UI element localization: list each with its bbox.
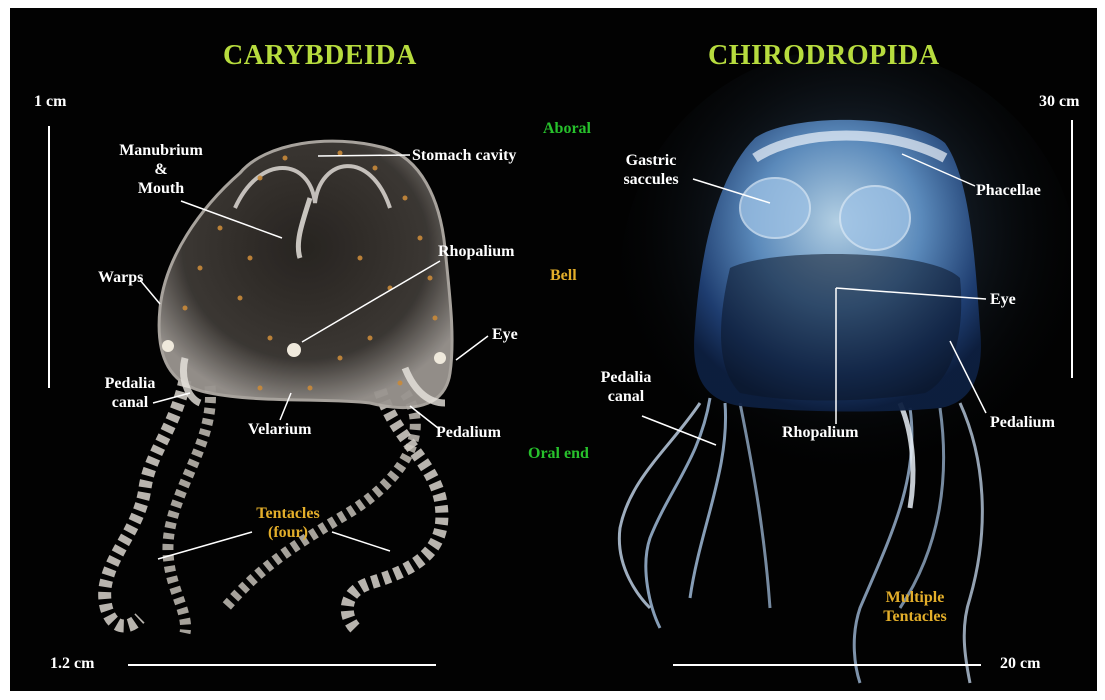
label-canal-right: canal <box>588 387 664 406</box>
label-pedalia-canal-right: Pedalia canal <box>588 368 664 406</box>
label-manubrium: Manubrium <box>106 141 216 160</box>
label-tentacles: Tentacles <box>238 504 338 523</box>
label-eye-left: Eye <box>492 325 518 344</box>
label-ampersand: & <box>106 160 216 179</box>
label-rhopalium-right: Rhopalium <box>782 423 858 442</box>
scale-label-1cm: 1 cm <box>34 92 66 111</box>
label-mouth: Mouth <box>106 179 216 198</box>
label-pedalia-left: Pedalia <box>92 374 168 393</box>
label-velarium: Velarium <box>248 420 311 439</box>
label-manubrium-mouth: Manubrium & Mouth <box>106 141 216 198</box>
label-canal-left: canal <box>92 393 168 412</box>
label-gastric: Gastric <box>608 151 694 170</box>
figure-panel: CARYBDEIDA CHIRODROPIDA 1 cm 1.2 cm 30 c… <box>10 8 1097 691</box>
label-pedalium-right: Pedalium <box>990 413 1055 432</box>
label-pedalium-left: Pedalium <box>436 423 501 442</box>
label-pedalia-right: Pedalia <box>588 368 664 387</box>
label-phacellae: Phacellae <box>976 181 1041 200</box>
label-gastric-saccules: Gastric saccules <box>608 151 694 189</box>
label-multiple-tentacles: Multiple Tentacles <box>870 588 960 626</box>
title-carybdeida: CARYBDEIDA <box>223 40 417 72</box>
label-warps: Warps <box>98 268 143 287</box>
label-bell: Bell <box>550 266 577 285</box>
label-stomach-cavity: Stomach cavity <box>412 146 516 165</box>
label-pedalia-canal-left: Pedalia canal <box>92 374 168 412</box>
label-rhopalium-left: Rhopalium <box>438 242 514 261</box>
scale-label-20cm: 20 cm <box>1000 654 1040 673</box>
label-tentacles-four: Tentacles (four) <box>238 504 338 542</box>
label-saccules: saccules <box>608 170 694 189</box>
title-chirodropida: CHIRODROPIDA <box>708 40 940 72</box>
label-aboral: Aboral <box>543 119 591 138</box>
scale-label-30cm: 30 cm <box>1039 92 1079 111</box>
label-multiple: Multiple <box>870 588 960 607</box>
label-four: (four) <box>238 523 338 542</box>
label-oral-end: Oral end <box>528 444 589 463</box>
chirodropida-jellyfish <box>619 48 1080 683</box>
scale-label-1-2cm: 1.2 cm <box>50 654 94 673</box>
label-tentacles-right: Tentacles <box>870 607 960 626</box>
label-eye-right: Eye <box>990 290 1016 309</box>
